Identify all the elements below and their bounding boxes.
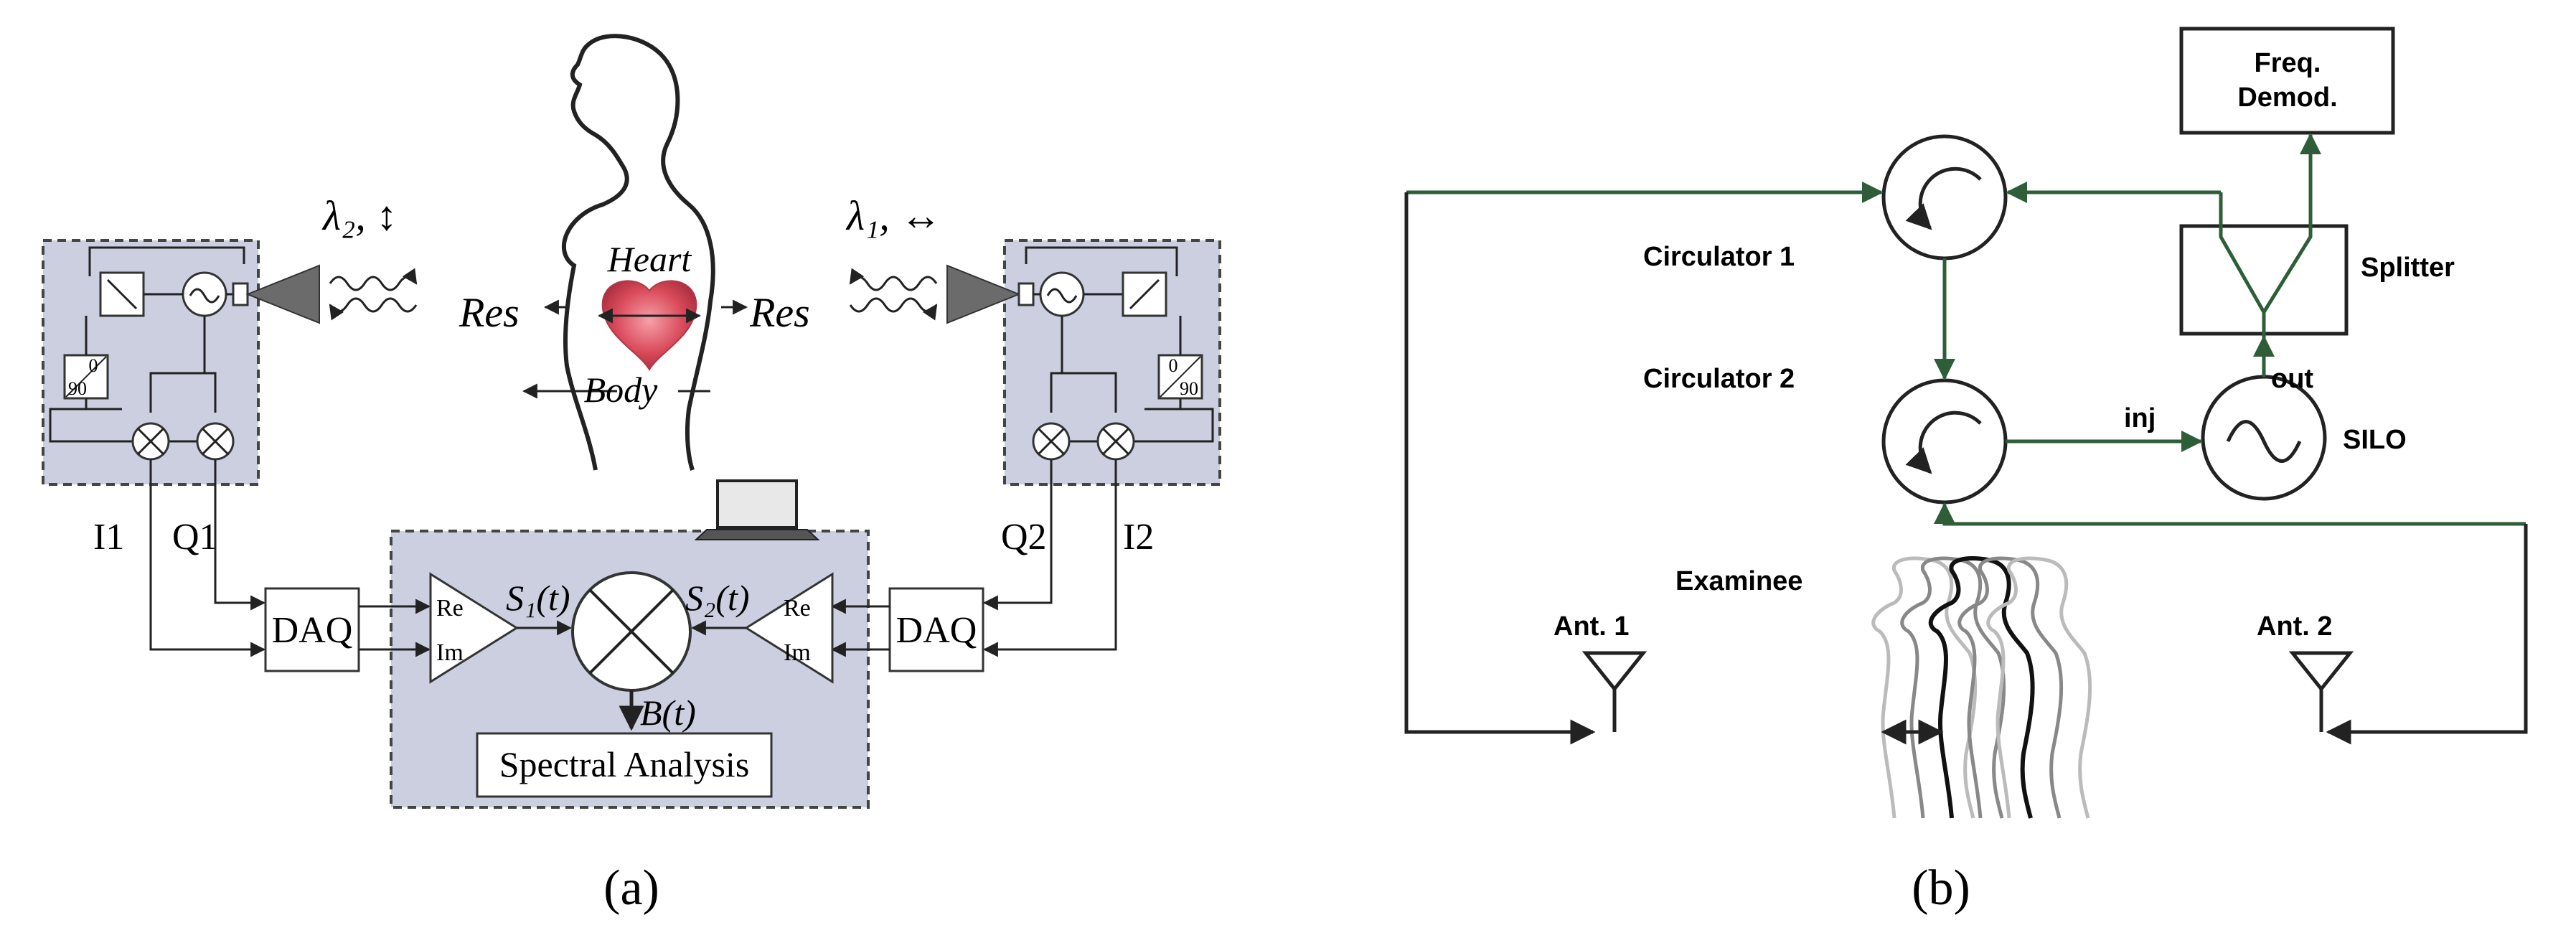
caption-b: (b) xyxy=(1912,860,1970,916)
circulator-1-label: Circulator 1 xyxy=(1643,242,1795,272)
phase-left-top-label: 0 xyxy=(89,355,98,376)
im-right-label: Im xyxy=(784,639,811,666)
phase-right-top-label: 0 xyxy=(1169,355,1178,376)
splitter-label: Splitter xyxy=(2361,253,2455,283)
freq-demod-box xyxy=(2179,27,2395,135)
lambda1-label: λ₁, ↔ xyxy=(845,192,941,239)
circulator-2-label: Circulator 2 xyxy=(1643,364,1795,394)
s2-label: S₂(t) xyxy=(685,578,750,618)
panel-b: Freq. Demod. Circulator 1 Circulator 2 S… xyxy=(1404,27,2528,916)
antenna-1-icon xyxy=(1581,651,1647,732)
out-label: out xyxy=(2271,364,2313,394)
freq-demod-line2: Demod. xyxy=(2237,83,2337,113)
daq-left-label: DAQ xyxy=(272,610,353,651)
antenna-2-icon xyxy=(2288,651,2354,732)
spectral-analysis-box xyxy=(476,732,773,798)
im-left-label: Im xyxy=(436,639,464,666)
right-complex-combiner xyxy=(744,572,834,684)
examinee-label: Examinee xyxy=(1675,566,1802,596)
s1-label: S₁(t) xyxy=(506,578,570,618)
right-horn-antenna-icon xyxy=(946,264,1021,324)
phase-right-bottom-label: 90 xyxy=(1180,378,1198,399)
lambda2-label: λ₂, ↕ xyxy=(321,192,397,239)
ant1-label: Ant. 1 xyxy=(1553,611,1630,642)
i1-label: I1 xyxy=(93,517,124,558)
circulator-1 xyxy=(1881,134,2008,261)
freq-demod-line1: Freq. xyxy=(2255,48,2321,78)
body-label: Body xyxy=(584,370,659,410)
spectral-analysis-label: Spectral Analysis xyxy=(499,744,750,784)
left-waves: λ₂, ↕ xyxy=(321,192,418,321)
phase-left-bottom-label: 90 xyxy=(68,378,87,399)
re-right-label: Re xyxy=(784,595,811,621)
circulator-2 xyxy=(1881,378,2008,504)
q2-label: Q2 xyxy=(1001,517,1047,558)
left-transceiver-box: 0 90 xyxy=(42,239,320,486)
right-transceiver-box: 0 90 xyxy=(946,239,1221,486)
ant2-label: Ant. 2 xyxy=(2257,611,2333,642)
laptop-icon xyxy=(694,479,820,540)
res-left-label: Res xyxy=(459,289,520,336)
silo-label: SILO xyxy=(2343,425,2407,455)
examinee-silhouettes xyxy=(1871,556,2092,819)
body-silhouette: Heart Body Res Res xyxy=(459,34,810,471)
bt-label: B(t) xyxy=(640,693,696,733)
panel-a: 0 90 λ₂, ↕ Heart xyxy=(42,34,1221,916)
right-waves: λ₁, ↔ xyxy=(845,192,941,321)
daq-right-label: DAQ xyxy=(896,610,977,651)
caption-a: (a) xyxy=(603,860,659,916)
left-horn-antenna-icon xyxy=(245,264,320,324)
inj-label: inj xyxy=(2124,403,2156,433)
res-right-label: Res xyxy=(749,289,810,336)
left-complex-combiner xyxy=(429,572,519,684)
daq-right-box xyxy=(888,587,984,672)
daq-left-box xyxy=(264,587,360,672)
i2-label: I2 xyxy=(1123,517,1154,558)
re-left-label: Re xyxy=(436,595,464,621)
heart-icon xyxy=(601,280,697,371)
q1-label: Q1 xyxy=(172,517,218,558)
heart-label: Heart xyxy=(607,239,692,279)
